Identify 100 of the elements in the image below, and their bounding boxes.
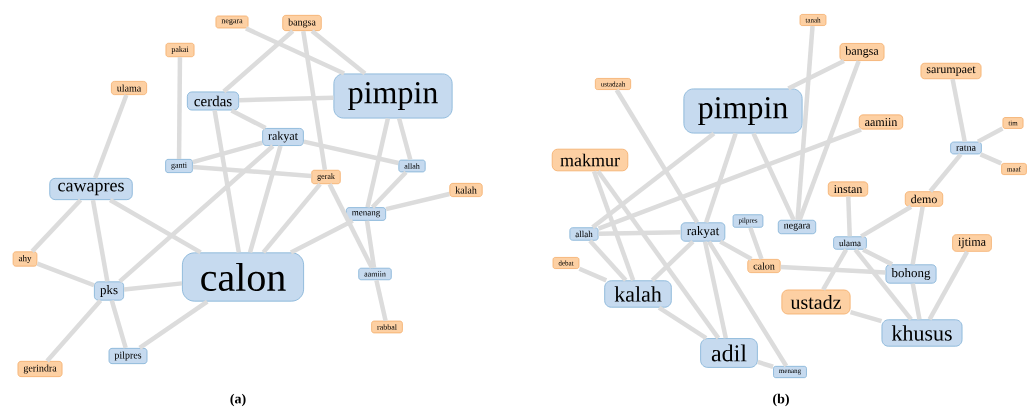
word-box: sarumpaet — [920, 62, 982, 80]
link-line — [176, 57, 183, 159]
word-box: makmur — [551, 148, 629, 172]
link-line — [657, 305, 708, 341]
link-line — [849, 309, 883, 324]
link-line — [591, 131, 716, 230]
link-line — [598, 230, 681, 236]
word-box: pakai — [165, 42, 195, 58]
word-box: cerdas — [186, 91, 240, 111]
link-line — [910, 206, 925, 265]
link-line — [614, 88, 700, 224]
word-box: ijtima — [952, 234, 992, 252]
word-box: ahy — [12, 251, 38, 267]
link-line — [303, 139, 399, 166]
word-box: pimpin — [683, 88, 803, 134]
link-line — [239, 95, 334, 103]
word-box: ulama — [833, 236, 867, 250]
link-line — [138, 299, 209, 350]
word-box: rakyat — [680, 222, 726, 242]
link-line — [365, 118, 391, 208]
word-box: negara — [215, 15, 249, 29]
link-line — [797, 60, 861, 221]
link-line — [748, 226, 764, 260]
word-box: menang — [345, 207, 387, 221]
word-box: gerak — [311, 169, 341, 185]
link-line — [374, 279, 388, 322]
word-box: ganti — [165, 159, 193, 173]
link-line — [719, 239, 753, 261]
link-line — [301, 30, 328, 171]
link-line — [109, 299, 128, 349]
link-line — [591, 170, 636, 282]
link-line — [118, 144, 275, 284]
link-line — [310, 29, 367, 76]
link-line — [385, 191, 450, 212]
word-box: pimpin — [333, 73, 453, 119]
link-line — [109, 198, 202, 255]
link-line — [860, 204, 913, 239]
word-box: pks — [93, 281, 125, 301]
link-line — [30, 198, 83, 253]
word-box: ustadz — [781, 289, 851, 315]
word-box: calon — [182, 252, 304, 302]
panel-label: (b) — [773, 393, 789, 407]
link-line — [927, 250, 970, 321]
word-box: negara — [777, 219, 817, 235]
word-box: ulama — [111, 80, 148, 95]
link-line — [702, 241, 728, 339]
link-line — [327, 183, 374, 269]
link-line — [757, 359, 774, 369]
word-box: gerindra — [17, 360, 63, 378]
word-box: adil — [700, 338, 758, 368]
link-line — [821, 248, 849, 291]
word-box: allah — [569, 227, 599, 241]
word-box: bangsa — [839, 43, 885, 61]
link-line — [36, 261, 95, 288]
link-line — [396, 117, 413, 161]
link-line — [364, 220, 377, 269]
word-box: aamiin — [358, 267, 392, 281]
link-line — [289, 218, 354, 255]
link-line — [230, 108, 267, 131]
link-line — [976, 126, 1004, 144]
link-line — [780, 264, 886, 275]
link-line — [928, 152, 963, 193]
link-line — [578, 266, 608, 283]
link-line — [862, 247, 894, 267]
link-line — [787, 58, 845, 91]
link-line — [90, 199, 110, 282]
word-box: calon — [747, 259, 781, 273]
link-line — [650, 240, 695, 282]
link-line — [192, 164, 312, 179]
link-line — [245, 26, 346, 76]
word-box: bangsa — [282, 14, 322, 32]
link-line — [704, 132, 738, 224]
link-line — [597, 127, 862, 231]
link-line — [751, 132, 796, 221]
link-line — [261, 182, 322, 254]
word-box: rabbal — [371, 320, 403, 334]
word-box: demo — [904, 191, 944, 207]
word-box: instan — [827, 181, 869, 197]
link-line — [123, 281, 183, 292]
link-line — [212, 110, 242, 253]
link-line — [979, 152, 1003, 166]
link-line — [45, 299, 103, 363]
link-line — [950, 78, 967, 143]
word-box: pilpres — [108, 347, 148, 365]
panel-label: (a) — [230, 393, 246, 407]
word-box: kalah — [604, 280, 672, 308]
word-box: kalah — [449, 182, 483, 197]
link-line — [192, 140, 263, 165]
link-line — [596, 169, 721, 340]
link-line — [910, 283, 922, 320]
word-box: cawapres — [49, 177, 133, 201]
link-line — [795, 25, 815, 221]
word-box: rakyat — [262, 128, 304, 146]
link-line — [707, 240, 789, 368]
link-line — [846, 196, 852, 237]
word-box: aamiin — [858, 114, 904, 130]
link-line — [853, 248, 913, 321]
link-line — [588, 239, 628, 282]
link-line — [93, 94, 129, 179]
link-line — [370, 170, 408, 209]
